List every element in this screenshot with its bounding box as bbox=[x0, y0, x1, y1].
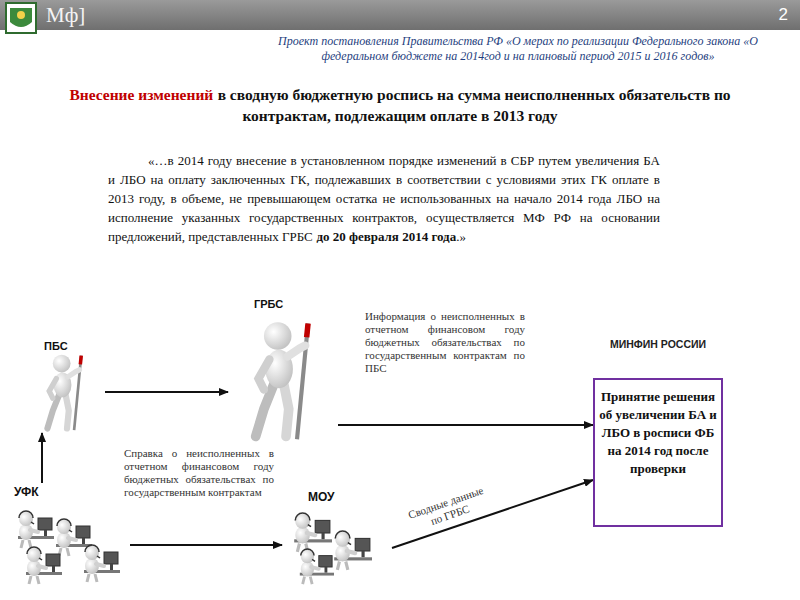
flow-arrow bbox=[338, 424, 593, 426]
arrow-label: Справка о неисполненных в отчетном финан… bbox=[124, 447, 274, 499]
box-text: Принятие решения об увеличении БА и ЛБО … bbox=[599, 388, 717, 478]
figure-pbs bbox=[47, 355, 81, 431]
title-highlight: Внесение изменений bbox=[69, 86, 213, 103]
decision-box: МИНФИН РОССИИПринятие решения об увеличе… bbox=[593, 378, 723, 527]
actor-label: ПБС bbox=[44, 340, 68, 352]
operator-figure bbox=[18, 511, 54, 548]
logo-emblem bbox=[6, 3, 36, 33]
arrow-label: Информация о неисполненных в отчетном фи… bbox=[365, 310, 525, 375]
figure-grbs bbox=[256, 322, 308, 439]
actor-figure: МОУ bbox=[282, 488, 392, 588]
page-number: 2 bbox=[779, 5, 788, 25]
flow-arrow bbox=[105, 391, 228, 393]
actor-figure: ПБС bbox=[30, 338, 105, 433]
header-note: Проект постановления Правительства РФ «О… bbox=[262, 34, 774, 64]
operator-figure bbox=[84, 545, 120, 582]
actor-figure: ГРБС bbox=[228, 298, 338, 443]
title-rest: в сводную бюджетную роспись на сумма неи… bbox=[218, 86, 731, 124]
slide-title: Внесение изменений в сводную бюджетную ро… bbox=[40, 84, 760, 126]
flow-arrow bbox=[392, 480, 593, 548]
quote-end: .» bbox=[456, 229, 466, 244]
actor-label: ГРБС bbox=[254, 298, 283, 310]
operator-figure bbox=[300, 549, 334, 584]
operator-figure bbox=[334, 531, 372, 570]
flow-arrow bbox=[41, 433, 43, 483]
flow-arrow bbox=[130, 544, 282, 546]
header-band bbox=[0, 0, 800, 30]
box-heading: МИНФИН РОССИИ bbox=[581, 338, 735, 350]
operator-figure bbox=[26, 547, 62, 584]
logo-text: Мф] bbox=[46, 3, 85, 28]
operator-figure bbox=[294, 513, 332, 552]
quote-deadline: до 20 февраля 2014 года bbox=[316, 229, 456, 244]
actor-label: УФК bbox=[14, 485, 39, 499]
quote-text: «…в 2014 году внесение в установленном п… bbox=[108, 151, 660, 246]
actor-label: МОУ bbox=[308, 490, 335, 504]
actor-figure: УФК bbox=[10, 483, 130, 588]
